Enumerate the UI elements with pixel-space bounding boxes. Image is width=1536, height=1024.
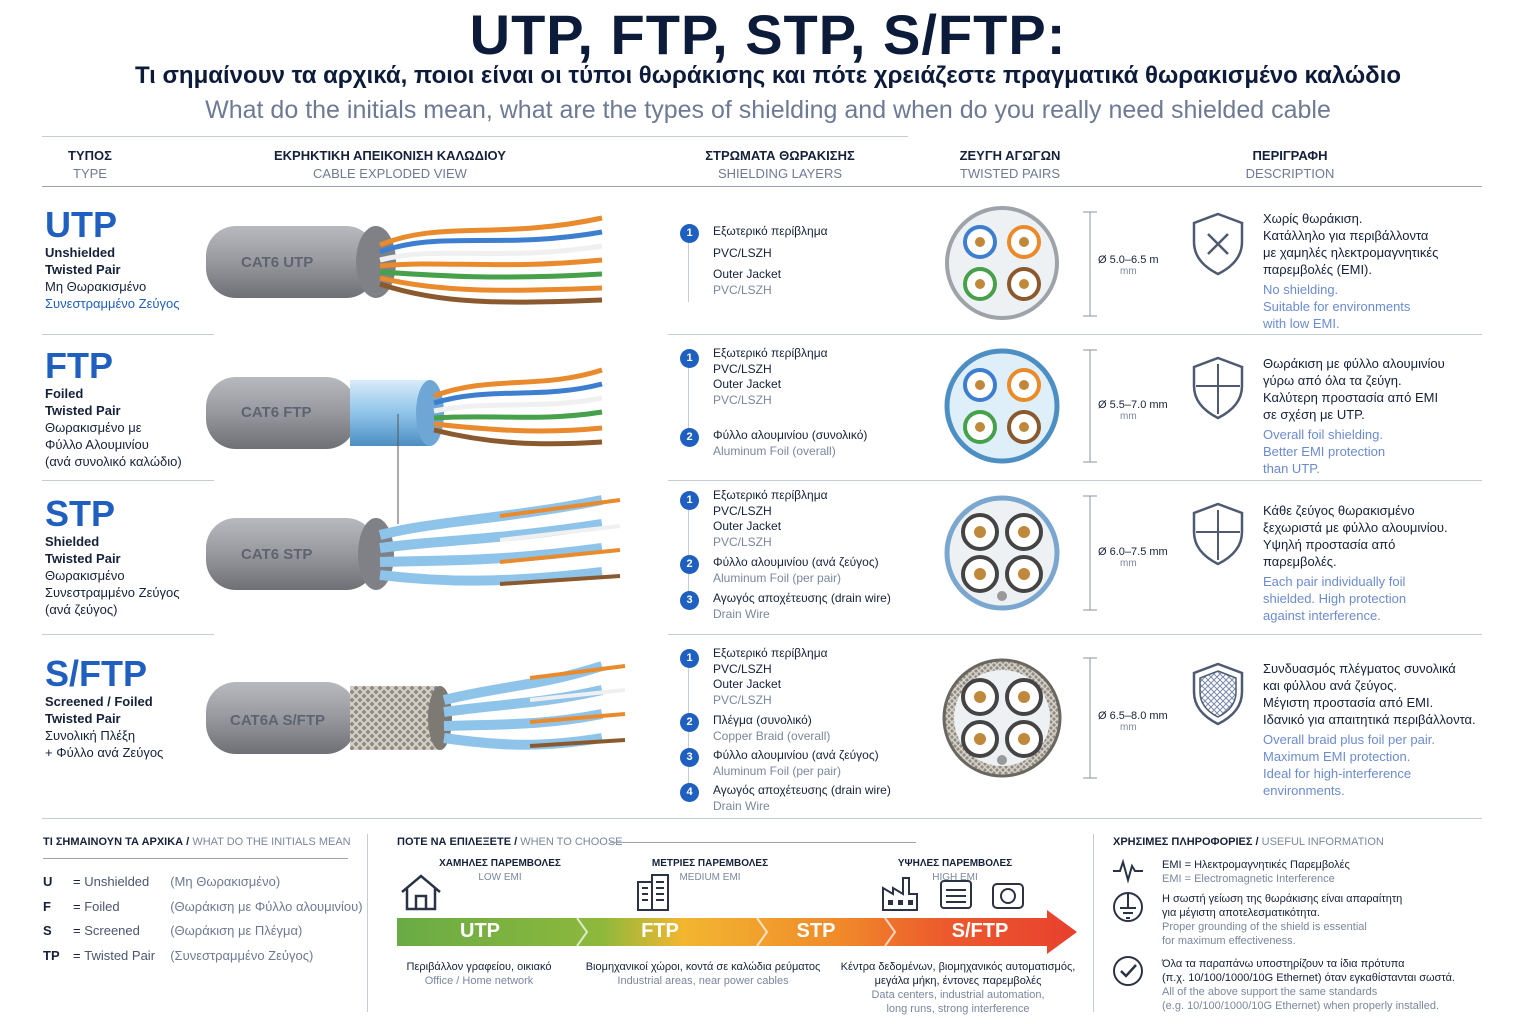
info-standards: Όλα τα παραπάνω υποστηρίζουν τα ίδια πρό… xyxy=(1162,958,1455,1012)
layer-number: 1 xyxy=(680,349,699,368)
cross-section-ftp xyxy=(944,348,1097,464)
layer-number: 1 xyxy=(680,649,699,668)
bar-label-sftp: S/FTP xyxy=(951,920,1009,942)
layer-stp-3: Αγωγός αποχέτευσης (drain wire)Drain Wir… xyxy=(713,591,891,621)
bar-label-utp: UTP xyxy=(460,920,500,942)
bar-label-stp: STP xyxy=(796,920,836,942)
initial-f: F= Foiled(Θωράκιση με Φύλλο αλουμινίου) xyxy=(43,899,363,914)
shield-cross-icon xyxy=(1192,356,1244,420)
layer-number: 1 xyxy=(680,224,699,243)
shield-x-icon xyxy=(1192,212,1244,276)
server-icon xyxy=(940,880,972,909)
page-subtitle-english: What do the initials mean, what are the … xyxy=(205,96,1331,124)
machine-icon xyxy=(992,883,1024,909)
bar-label-ftp: FTP xyxy=(641,920,679,942)
layer-number: 3 xyxy=(680,748,699,767)
ground-icon xyxy=(1113,892,1143,922)
layer-number: 2 xyxy=(680,428,699,447)
twisted-pairs-cross-sections xyxy=(942,206,1097,779)
initial-s: S= Screened(Θωράκιση με Πλέγμα) xyxy=(43,923,303,938)
page-subtitle-greek: Τι σημαίνουν τα αρχικά, ποιοι είναι οι τ… xyxy=(134,62,1402,89)
layer-number: 1 xyxy=(680,491,699,510)
cable-exploded-views xyxy=(206,215,626,754)
initial-u: U= Unshielded(Μη Θωρακισμένο) xyxy=(43,874,281,889)
initial-tp: TP= Twisted Pair(Συνεστραμμένο Ζεύγος) xyxy=(43,948,314,963)
type-name: FTP xyxy=(45,345,113,386)
shield-mesh-icon xyxy=(1192,662,1244,726)
shield-cross-icon xyxy=(1192,502,1244,566)
cable-utp xyxy=(206,215,603,305)
cross-section-sftp xyxy=(942,657,1097,779)
layer-number: 2 xyxy=(680,713,699,732)
type-name: STP xyxy=(45,493,116,534)
initials-section-title: ΤΙ ΣΗΜΑΙΝΟΥΝ ΤΑ ΑΡΧΙΚΑ / WHAT DO THE INI… xyxy=(43,836,351,848)
house-icon xyxy=(401,874,441,911)
cross-section-utp xyxy=(945,206,1097,320)
layer-number: 2 xyxy=(680,555,699,574)
building-icon xyxy=(637,874,669,911)
cable-sftp xyxy=(206,661,626,754)
type-name: UTP xyxy=(45,204,117,245)
env-datacenter: Κέντρα δεδομένων, βιομηχανικός αυτοματισ… xyxy=(840,961,1076,1015)
factory-icon xyxy=(882,877,918,911)
cable-ftp xyxy=(206,367,603,524)
emi-arrow-bar xyxy=(397,910,1077,954)
layer-stp-2: Φύλλο αλουμινίου (ανά ζεύγος)Aluminum Fo… xyxy=(713,555,879,585)
layer-number: 3 xyxy=(680,591,699,610)
env-industrial: Βιομηχανικοί χώροι, κοντά σε καλώδια ρεύ… xyxy=(585,961,821,987)
info-grounding: Η σωστή γείωση της θωράκισης είναι απαρα… xyxy=(1162,893,1403,947)
pulse-icon xyxy=(1113,858,1143,884)
layer-ftp-2: Φύλλο αλουμινίου (συνολικό)Aluminum Foil… xyxy=(713,428,868,458)
layer-sftp-4: Αγωγός αποχέτευσης (drain wire)Drain Wir… xyxy=(713,783,891,813)
cable-label-utp: CAT6 UTP xyxy=(241,254,314,271)
cable-label-sftp: CAT6A S/FTP xyxy=(230,712,326,729)
layer-sftp-2: Πλέγμα (συνολικό)Copper Braid (overall) xyxy=(713,713,831,743)
check-circle-icon xyxy=(1113,956,1143,986)
type-name: S/FTP xyxy=(45,653,148,694)
choose-section-title: ΠΟΤΕ ΝΑ ΕΠΙΛΕΞΕΤΕ / WHEN TO CHOOSE xyxy=(397,836,623,848)
cross-section-stp xyxy=(944,495,1097,611)
layer-number: 4 xyxy=(680,783,699,802)
useful-section-title: ΧΡΗΣΙΜΕΣ ΠΛΗΡΟΦΟΡΙΕΣ / USEFUL INFORMATIO… xyxy=(1113,836,1384,848)
layer-sftp-3: Φύλλο αλουμινίου (ανά ζεύγος)Aluminum Fo… xyxy=(713,748,879,778)
cable-stp xyxy=(206,495,621,590)
cable-label-ftp: CAT6 FTP xyxy=(241,404,312,421)
cable-label-stp: CAT6 STP xyxy=(241,546,313,563)
page-title: UTP, FTP, STP, S/FTP: xyxy=(469,3,1067,66)
description-utp: Χωρίς θωράκιση.Κατάλληλο για περιβάλλοντ… xyxy=(1263,211,1439,331)
